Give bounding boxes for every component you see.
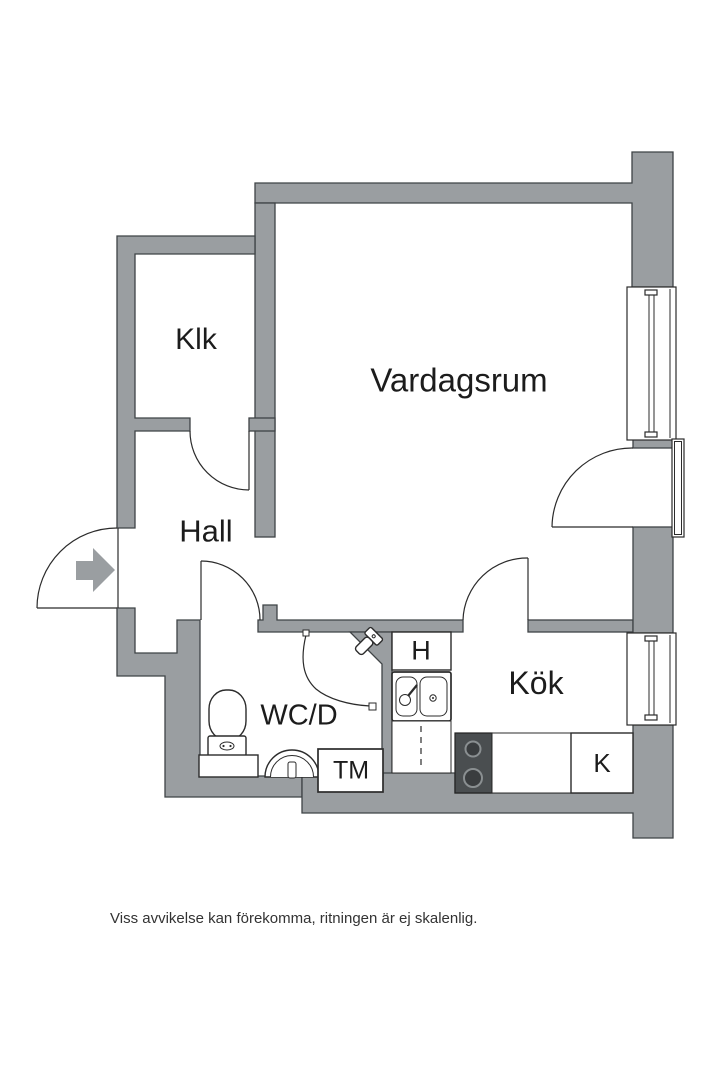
- disclaimer-text: Viss avvikelse kan förekomma, ritningen …: [110, 910, 478, 927]
- middle-wall-right: [527, 619, 634, 633]
- right-wall-mid: [632, 526, 674, 634]
- fixture-label-tm: TM: [332, 756, 370, 785]
- entrance-door: [36, 527, 119, 609]
- shower-curtain: [302, 634, 371, 707]
- room-label-hall: Hall: [179, 513, 233, 549]
- toilet-icon: [207, 689, 247, 757]
- entrance-arrow-icon: [76, 548, 115, 592]
- top-wall: [254, 151, 674, 288]
- cabinet-h-box: [391, 631, 452, 671]
- room-label-wcd: WC/D: [260, 699, 338, 732]
- room-label-vardagsrum: Vardagsrum: [370, 361, 548, 399]
- shower-icon: [354, 626, 384, 656]
- walls: [116, 151, 674, 839]
- washbasin-icon: [264, 749, 320, 779]
- wcd-counter: [198, 754, 259, 778]
- room-label-klk: Klk: [175, 323, 217, 356]
- shower-curtain-end: [302, 629, 310, 637]
- fixture-label-k: K: [593, 748, 611, 778]
- klk-door-jamb: [248, 417, 276, 432]
- sink-cabinet: [391, 720, 452, 774]
- washing-machine-box: [317, 748, 384, 793]
- room-label-kok: Kök: [508, 665, 564, 701]
- stove-icon: [454, 732, 493, 794]
- window-kitchen: [626, 632, 677, 726]
- balcony-door-leaf: [671, 438, 685, 538]
- kitchen-door: [462, 557, 529, 621]
- wcd-door: [200, 560, 261, 621]
- fridge-k-box: [570, 732, 634, 794]
- klk-left-wall: [116, 235, 256, 529]
- klk-door: [189, 430, 250, 491]
- balcony-door: [551, 438, 685, 538]
- shower-curtain-end: [368, 702, 377, 711]
- window-living-room: [626, 286, 677, 441]
- room-divider-wall: [254, 202, 276, 538]
- middle-wall-left: [257, 604, 464, 633]
- kitchen-sink-icon: [391, 671, 452, 722]
- fixture-label-h: H: [411, 635, 431, 666]
- kitchen-counter: [491, 732, 572, 794]
